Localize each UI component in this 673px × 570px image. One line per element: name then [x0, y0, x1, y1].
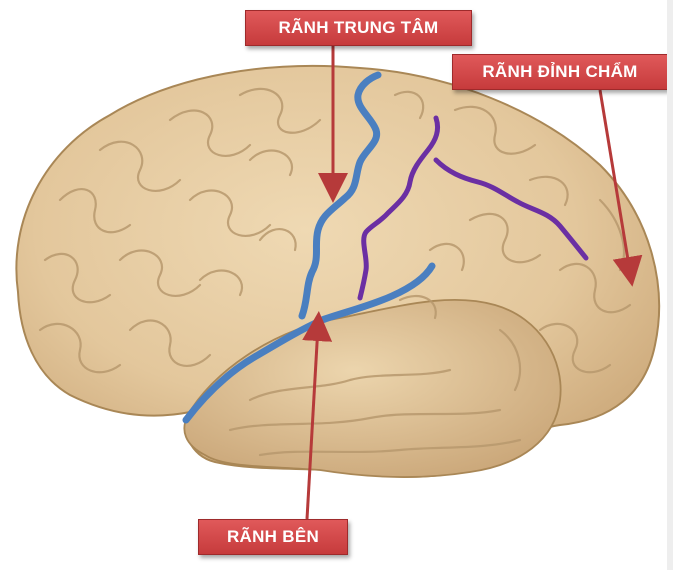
- parieto-occipital-sulcus-line: [357, 115, 441, 301]
- scrollbar[interactable]: [667, 0, 673, 570]
- parieto-occipital-branch-line: [433, 157, 589, 261]
- parieto-occipital-arrow: [598, 89, 643, 287]
- central-sulcus-label: RÃNH TRUNG TÂM: [245, 10, 472, 46]
- lateral-sulcus-label: RÃNH BÊN: [198, 519, 348, 555]
- gyri-texture: [38, 87, 632, 457]
- central-sulcus-line: [298, 71, 382, 320]
- parieto-occipital-sulcus-label: RÃNH ĐỈNH CHẨM: [452, 54, 668, 90]
- lateral-sulcus-arrow: [302, 311, 333, 520]
